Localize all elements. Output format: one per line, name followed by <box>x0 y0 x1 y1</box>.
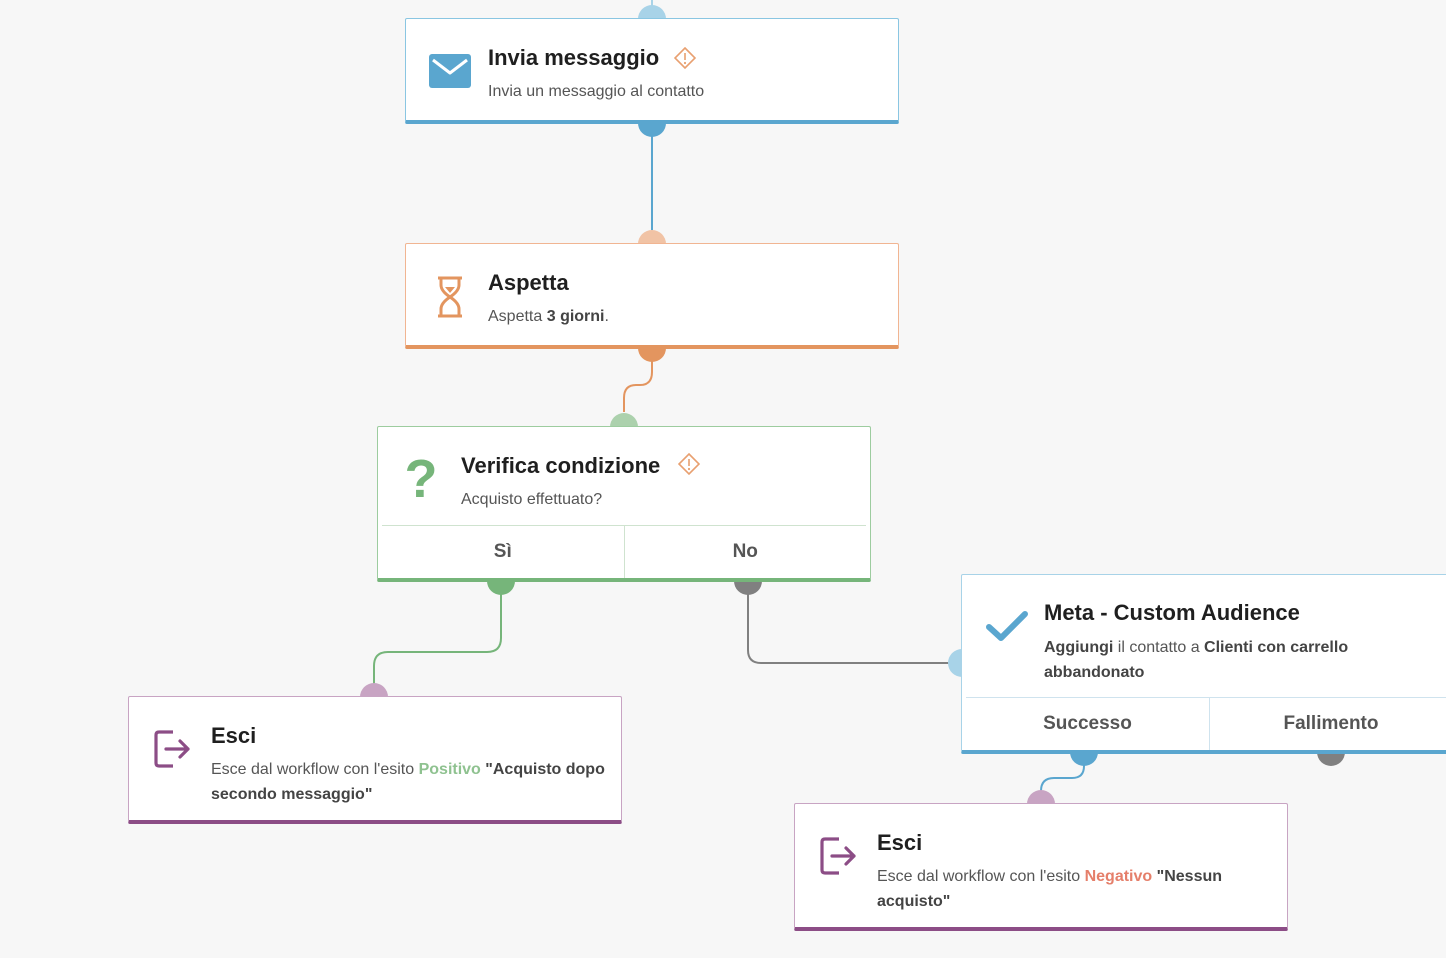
node-description: Invia un messaggio al contatto <box>488 83 705 100</box>
port-message-out <box>638 123 666 137</box>
warning-diamond-icon[interactable] <box>673 46 697 74</box>
node-title: Verifica condizione <box>461 453 661 478</box>
node-description: Aspetta 3 giorni. <box>488 308 609 325</box>
wait-duration: 3 giorni <box>546 308 605 325</box>
hourglass-icon <box>436 276 464 323</box>
connector-no-meta <box>747 582 955 664</box>
svg-text:?: ? <box>405 449 438 505</box>
branch-failure[interactable]: Fallimento <box>1209 698 1446 750</box>
node-title: Invia messaggio <box>488 45 660 70</box>
node-title: Aspetta <box>488 270 569 295</box>
node-condition[interactable]: ? Verifica condizione Acquisto effettuat… <box>377 426 871 582</box>
node-title: Meta - Custom Audience <box>1044 600 1300 625</box>
port-success-out <box>1070 752 1098 766</box>
node-description: Acquisto effettuato? <box>461 491 603 508</box>
port-wait-out <box>638 348 666 362</box>
port-wait-in <box>638 230 666 244</box>
exit-arrow-icon <box>819 836 859 881</box>
branch-success[interactable]: Successo <box>1043 713 1132 734</box>
node-send-message[interactable]: Invia messaggio Invia un messaggio al co… <box>405 18 899 124</box>
node-exit-negative[interactable]: Esci Esce dal workflow con l'esito Negat… <box>794 803 1288 931</box>
branch-yes[interactable]: Sì <box>493 541 512 562</box>
branch-bar: Sì No <box>382 525 866 578</box>
connector-success-exit <box>1040 754 1085 795</box>
port-exit-positive-in <box>360 683 388 697</box>
port-failure-out <box>1317 752 1345 766</box>
outcome-negative: Negativo <box>1084 868 1153 885</box>
port-top-in <box>638 5 666 19</box>
port-exit-negative-in <box>1027 790 1055 804</box>
connector-wait-condition <box>623 350 653 412</box>
checkmark-icon <box>986 611 1028 648</box>
warning-diamond-icon[interactable] <box>677 452 701 480</box>
node-description: Aggiungi il contatto a Clienti con carre… <box>1044 639 1349 681</box>
branch-no[interactable]: No <box>623 526 867 578</box>
port-condition-in <box>610 413 638 427</box>
node-title: Esci <box>211 723 257 748</box>
connector-yes-exit <box>373 582 502 684</box>
node-wait[interactable]: Aspetta Aspetta 3 giorni. <box>405 243 899 349</box>
outcome-positive: Positivo <box>418 761 481 778</box>
branch-bar: Successo Fallimento <box>966 697 1446 750</box>
question-mark-icon: ? <box>404 449 438 510</box>
port-no-out <box>734 581 762 595</box>
exit-arrow-icon <box>153 729 193 774</box>
node-meta-custom-audience[interactable]: Meta - Custom Audience Aggiungi il conta… <box>961 574 1446 754</box>
node-title: Esci <box>877 830 923 855</box>
port-meta-in <box>948 649 962 677</box>
node-exit-positive[interactable]: Esci Esce dal workflow con l'esito Posit… <box>128 696 622 824</box>
node-description: Esce dal workflow con l'esito Positivo "… <box>211 761 605 803</box>
audience-name: Clienti con carrello abbandonato <box>1044 639 1349 681</box>
node-description: Esce dal workflow con l'esito Negativo "… <box>877 868 1223 910</box>
port-yes-out <box>487 581 515 595</box>
envelope-icon <box>429 54 471 93</box>
